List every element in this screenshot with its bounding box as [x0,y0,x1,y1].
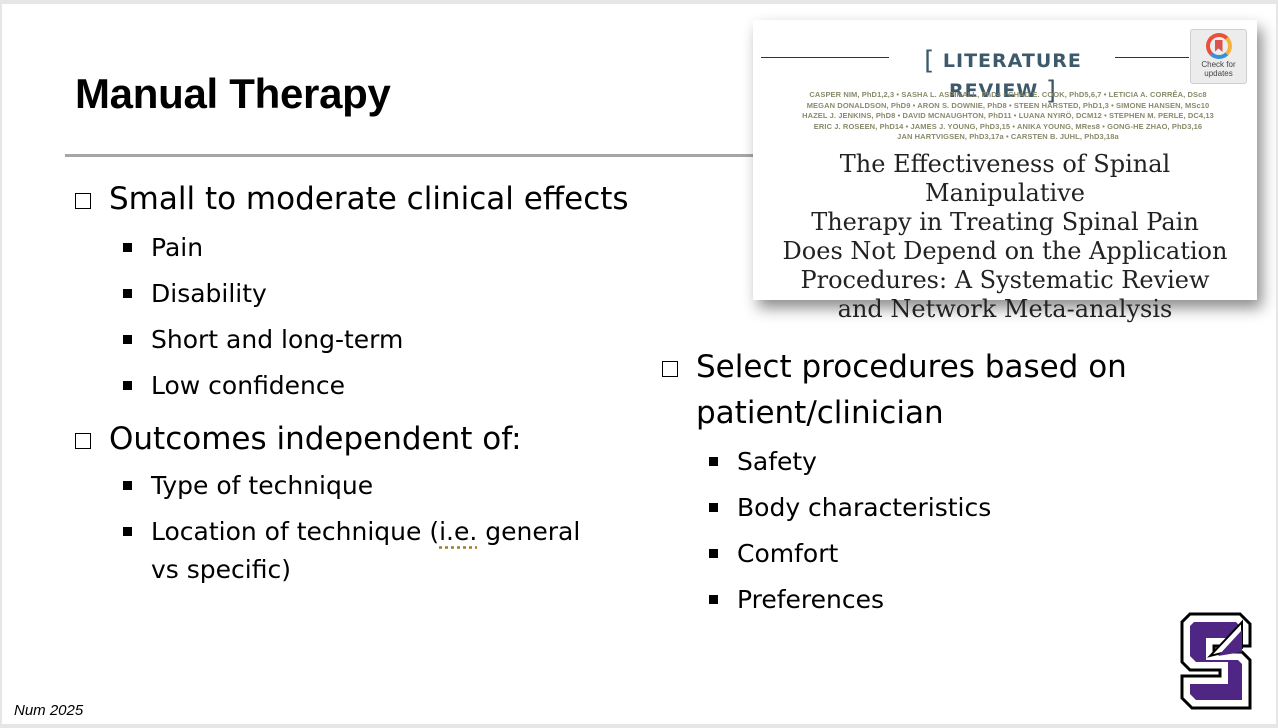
sub-bullet-low-confidence: Low confidence [123,367,345,405]
sub-bullet-body-characteristics: Body characteristics [709,489,991,527]
abbreviation-ie: i.e. [439,517,478,546]
sub-bullet-preferences: Preferences [709,581,884,619]
author-list: CASPER NIM, PhD1,2,3 • SASHA L. ASPINALL… [802,90,1214,142]
hollow-square-bullet-icon [75,193,91,209]
filled-square-bullet-icon [123,335,132,344]
filled-square-bullet-icon [709,503,718,512]
filled-square-bullet-icon [123,289,132,298]
filled-square-bullet-icon [123,243,132,252]
hollow-square-bullet-icon [75,433,91,449]
hollow-square-bullet-icon [662,361,678,377]
literature-review-image: [ LITERATURE REVIEW ] Check for updates … [753,20,1257,323]
filled-square-bullet-icon [123,527,132,536]
sub-bullet-comfort: Comfort [709,535,838,573]
filled-square-bullet-icon [123,381,132,390]
sub-bullet-type-of-technique: Type of technique [123,467,373,505]
sub-bullet-pain: Pain [123,229,203,267]
header-rule-right [1115,57,1189,58]
slide-title: Manual Therapy [75,70,391,117]
check-for-updates-badge[interactable]: Check for updates [1190,29,1247,84]
bullet-outcomes-independent: Outcomes independent of: [75,416,522,462]
bookmark-icon [1205,33,1232,59]
sub-bullet-safety: Safety [709,443,817,481]
bullet-select-procedures: Select procedures based on patient/clini… [662,344,1127,436]
bullet-small-to-moderate: Small to moderate clinical effects [75,176,629,222]
slide: Manual Therapy Small to moderate clinica… [2,4,1276,724]
section-label: [ LITERATURE REVIEW ] [924,46,1082,106]
paper-title: The Effectiveness of Spinal Manipulative… [782,150,1228,323]
filled-square-bullet-icon [709,457,718,466]
filled-square-bullet-icon [709,549,718,558]
s-letter-logo-icon [1180,612,1252,710]
filled-square-bullet-icon [123,481,132,490]
filled-square-bullet-icon [709,595,718,604]
bullet-text: Small to moderate clinical effects [109,181,629,217]
header-rule-left [761,57,889,58]
sub-bullet-short-long-term: Short and long-term [123,321,403,359]
footer-citation: Num 2025 [14,702,84,719]
sub-bullet-disability: Disability [123,275,267,313]
title-divider [65,154,765,157]
sub-bullet-location-of-technique: Location of technique (i.e. general vs s… [123,513,603,589]
